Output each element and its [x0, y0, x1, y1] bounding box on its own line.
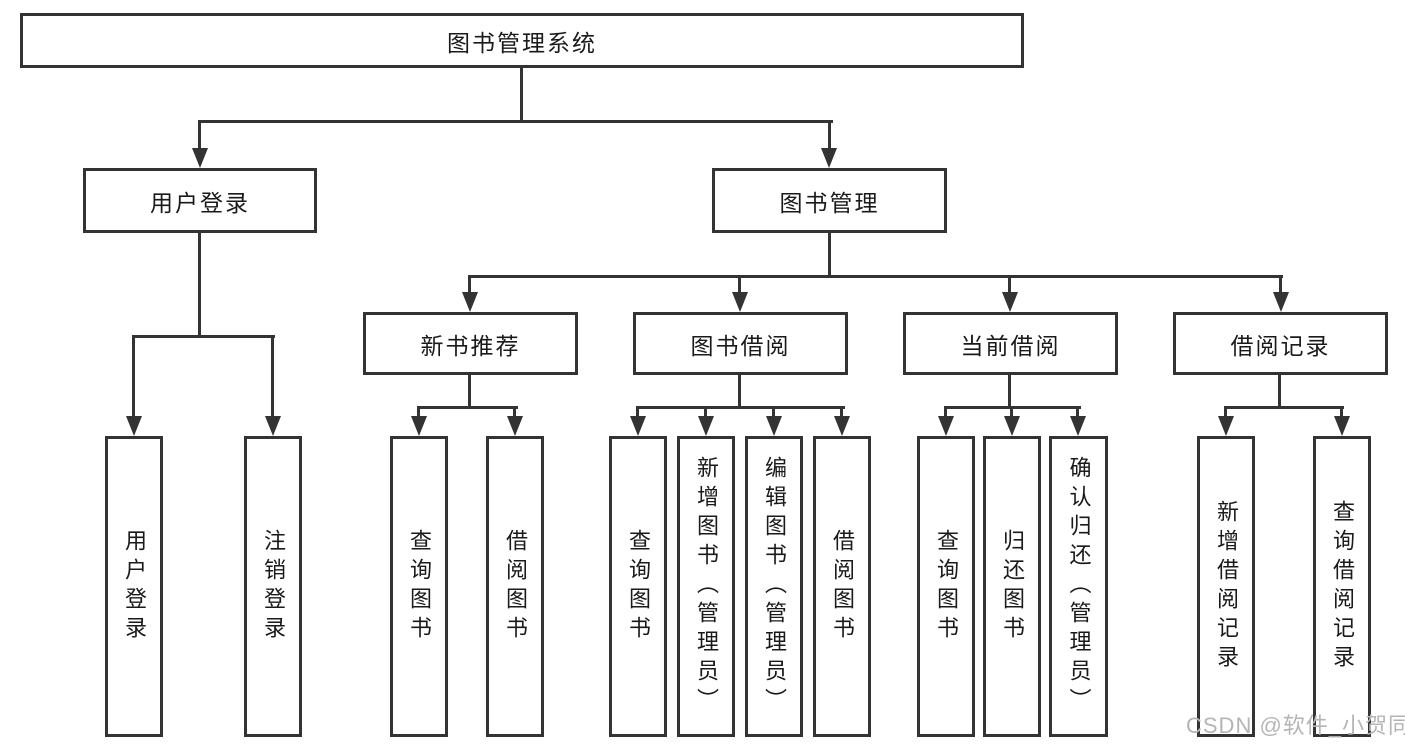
connector-to-leaf-logout [271, 335, 274, 420]
leaf-logout-label: 注销登录 [261, 528, 286, 645]
node-current-borrowing: 当前借阅 [903, 312, 1118, 375]
leaf-edit-book-admin: 编辑图书（管理员） [745, 436, 803, 737]
node-new-book-recommend-label: 新书推荐 [420, 332, 521, 359]
connector-g2-c [772, 406, 775, 420]
connector-g3-b [1010, 406, 1013, 420]
connector-to-new-book [468, 275, 471, 296]
leaf-return-books: 归还图书 [983, 436, 1041, 737]
arrow-down-icon [192, 148, 208, 168]
connector-root-stem [520, 68, 523, 122]
leaf-borrow-books-1: 借阅图书 [486, 436, 544, 737]
leaf-query-books-1-label: 查询图书 [407, 528, 432, 645]
node-book-borrowing-label: 图书借阅 [690, 332, 791, 359]
leaf-edit-book-admin-label: 编辑图书（管理员） [762, 456, 787, 717]
arrow-down-icon [630, 416, 646, 436]
csdn-watermark: CSDN @软件_小贺同学 [1186, 713, 1405, 738]
connector-g1-rail [417, 406, 518, 409]
leaf-borrow-books-2: 借阅图书 [813, 436, 871, 737]
connector-to-current-borrow [1008, 275, 1011, 296]
leaf-query-books-2: 查询图书 [609, 436, 667, 737]
arrow-down-icon [1070, 416, 1086, 436]
leaf-query-books-3-label: 查询图书 [934, 528, 959, 645]
connector-g3-stem [1008, 375, 1011, 408]
arrow-down-icon [462, 292, 478, 312]
connector-g4-b [1340, 406, 1343, 420]
connector-login-rail [132, 335, 275, 338]
node-new-book-recommend: 新书推荐 [363, 312, 578, 375]
arrow-down-icon [507, 416, 523, 436]
connector-to-leaf-user-login [132, 335, 135, 420]
connector-to-book-management [828, 120, 831, 152]
connector-g4-a [1224, 406, 1227, 420]
leaf-return-books-label: 归还图书 [1000, 528, 1025, 645]
arrow-down-icon [1002, 292, 1018, 312]
leaf-add-borrow-record-label: 新增借阅记录 [1214, 499, 1239, 674]
connector-g1-b [513, 406, 516, 420]
connector-g4-stem [1278, 375, 1281, 408]
leaf-borrow-books-2-label: 借阅图书 [830, 528, 855, 645]
leaf-query-borrow-record: 查询借阅记录 [1313, 436, 1371, 737]
node-book-borrowing: 图书借阅 [633, 312, 848, 375]
connector-root-rail [199, 120, 833, 123]
leaf-confirm-return-admin-label: 确认归还（管理员） [1066, 456, 1092, 717]
leaf-add-borrow-record: 新增借阅记录 [1197, 436, 1255, 737]
arrow-down-icon [411, 416, 427, 436]
leaf-add-book-admin-label: 新增图书（管理员） [694, 456, 719, 717]
arrow-down-icon [126, 416, 142, 436]
connector-g2-rail [636, 406, 845, 409]
arrow-down-icon [698, 416, 714, 436]
node-borrow-records: 借阅记录 [1173, 312, 1388, 375]
arrow-down-icon [834, 416, 850, 436]
node-current-borrowing-label: 当前借阅 [960, 332, 1061, 359]
leaf-query-borrow-record-label: 查询借阅记录 [1330, 499, 1355, 674]
connector-mgmt-stem [828, 233, 831, 277]
connector-g3-a [944, 406, 947, 420]
leaf-logout: 注销登录 [244, 436, 302, 737]
arrow-down-icon [1273, 292, 1289, 312]
connector-g1-a [417, 406, 420, 420]
arrow-down-icon [265, 416, 281, 436]
arrow-down-icon [938, 416, 954, 436]
connector-g2-d [840, 406, 843, 420]
leaf-confirm-return-admin: 确认归还（管理员） [1049, 436, 1108, 737]
connector-to-book-borrow [738, 275, 741, 296]
leaf-user-login: 用户登录 [105, 436, 163, 737]
node-user-login: 用户登录 [83, 168, 317, 233]
leaf-query-books-1: 查询图书 [390, 436, 448, 737]
node-book-management: 图书管理 [712, 168, 947, 233]
node-borrow-records-label: 借阅记录 [1230, 332, 1331, 359]
node-book-management-label: 图书管理 [779, 189, 880, 216]
arrow-down-icon [1218, 416, 1234, 436]
connector-mgmt-rail [469, 275, 1283, 278]
leaf-add-book-admin: 新增图书（管理员） [677, 436, 735, 737]
node-user-login-label: 用户登录 [150, 189, 250, 216]
connector-g4-rail [1224, 406, 1344, 409]
leaf-query-books-3: 查询图书 [917, 436, 975, 737]
arrow-down-icon [732, 292, 748, 312]
connector-g1-stem [468, 375, 471, 408]
leaf-borrow-books-1-label: 借阅图书 [503, 528, 528, 645]
leaf-user-login-label: 用户登录 [122, 528, 147, 645]
connector-g2-b [704, 406, 707, 420]
arrow-down-icon [1334, 416, 1350, 436]
leaf-query-books-2-label: 查询图书 [626, 528, 651, 645]
node-library-system-label: 图书管理系统 [447, 29, 597, 56]
arrow-down-icon [821, 148, 837, 168]
arrow-down-icon [1004, 416, 1020, 436]
node-library-system: 图书管理系统 [20, 13, 1024, 68]
connector-to-borrow-records [1279, 275, 1282, 296]
connector-g3-c [1076, 406, 1079, 420]
arrow-down-icon [766, 416, 782, 436]
connector-login-stem [198, 233, 201, 337]
connector-g2-stem [738, 375, 741, 408]
connector-g2-a [636, 406, 639, 420]
connector-to-user-login [198, 120, 201, 152]
